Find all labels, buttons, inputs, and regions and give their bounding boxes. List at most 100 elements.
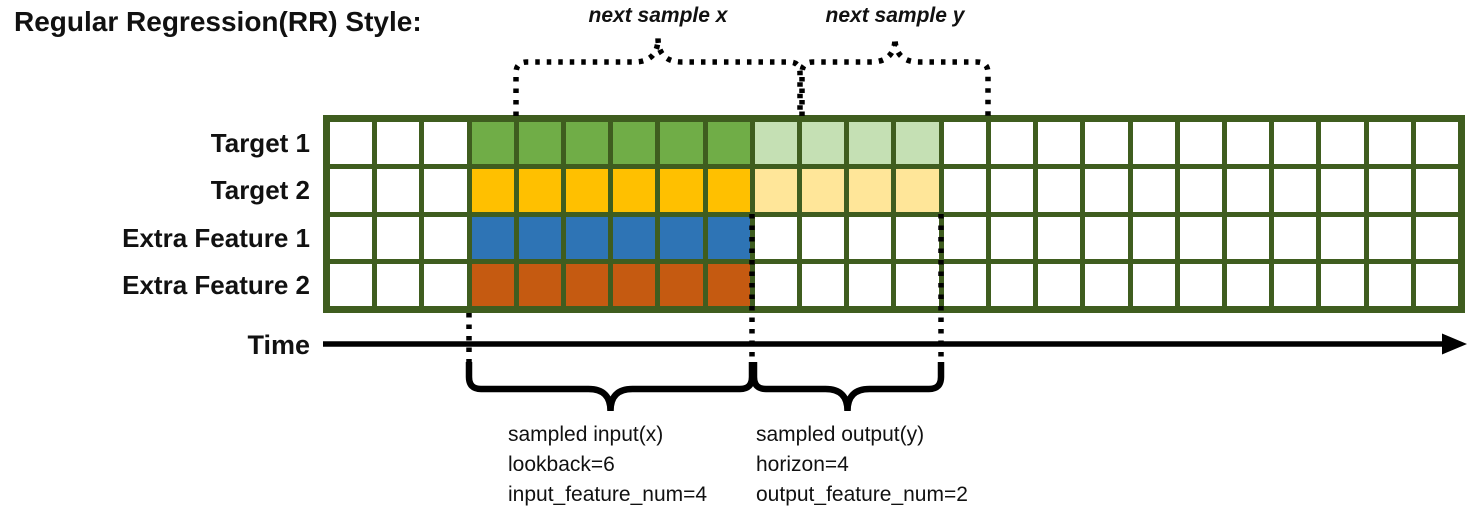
grid-cell bbox=[754, 263, 798, 306]
grid-cell bbox=[943, 122, 986, 165]
next-sample-x-label: next sample x bbox=[588, 4, 728, 27]
grid-cell bbox=[802, 216, 845, 259]
grid-cell bbox=[943, 216, 986, 259]
grid-cell bbox=[566, 263, 609, 306]
grid-cell bbox=[1179, 122, 1222, 165]
grid-cell bbox=[1415, 122, 1458, 165]
grid-cell bbox=[518, 216, 562, 259]
grid-cell bbox=[754, 169, 798, 212]
row-label-target-2: Target 2 bbox=[210, 175, 310, 205]
grid-cell bbox=[1226, 216, 1270, 259]
grid-cell bbox=[1368, 216, 1411, 259]
grid-cell bbox=[896, 169, 939, 212]
grid-cell bbox=[802, 263, 845, 306]
grid-cell bbox=[990, 216, 1034, 259]
grid-cell bbox=[377, 263, 420, 306]
grid-cell bbox=[1274, 122, 1317, 165]
grid-cell bbox=[1085, 263, 1128, 306]
grid-cell bbox=[1226, 122, 1270, 165]
grid-cell bbox=[330, 122, 373, 165]
next-sample-x-brace bbox=[513, 37, 803, 116]
grid-cell bbox=[330, 216, 373, 259]
grid-cell bbox=[566, 122, 609, 165]
grid-cell bbox=[613, 169, 656, 212]
sampled-output-title: sampled output(y) bbox=[756, 423, 925, 446]
grid-cell bbox=[1274, 216, 1317, 259]
grid-cell bbox=[896, 216, 939, 259]
grid-cell bbox=[1179, 216, 1222, 259]
grid-cell bbox=[1321, 169, 1364, 212]
grid-cell bbox=[1368, 169, 1411, 212]
next-sample-y-brace bbox=[799, 37, 991, 116]
grid-cell bbox=[943, 263, 986, 306]
grid-cell bbox=[707, 263, 750, 306]
grid-cell bbox=[1179, 263, 1222, 306]
grid-cell bbox=[377, 122, 420, 165]
grid-cell bbox=[566, 169, 609, 212]
time-axis-arrowhead-icon bbox=[1442, 333, 1467, 355]
grid-cell bbox=[471, 216, 514, 259]
grid-cell bbox=[518, 169, 562, 212]
grid-cell bbox=[1085, 216, 1128, 259]
grid-cell bbox=[896, 263, 939, 306]
grid-cell bbox=[1038, 263, 1081, 306]
grid-cell bbox=[849, 122, 892, 165]
grid-cell bbox=[1274, 263, 1317, 306]
grid-cell bbox=[1179, 169, 1222, 212]
horizon-value: horizon=4 bbox=[756, 453, 849, 476]
grid-cell bbox=[471, 122, 514, 165]
grid-cell bbox=[802, 169, 845, 212]
output-feature-num-value: output_feature_num=2 bbox=[756, 483, 968, 506]
grid-cell bbox=[566, 216, 609, 259]
grid-cell bbox=[424, 169, 467, 212]
grid-cell bbox=[1321, 216, 1364, 259]
row-label-extra-feature-2: Extra Feature 2 bbox=[122, 270, 310, 300]
grid-cell bbox=[518, 263, 562, 306]
sampled-input-brace bbox=[465, 362, 756, 412]
grid-cell bbox=[1368, 122, 1411, 165]
time-axis-label: Time bbox=[247, 330, 310, 360]
grid-cell bbox=[424, 216, 467, 259]
grid-cell bbox=[1321, 263, 1364, 306]
grid-cell bbox=[660, 122, 703, 165]
grid-cell bbox=[707, 169, 750, 212]
diagram-title: Regular Regression(RR) Style: bbox=[14, 6, 422, 37]
grid-cell bbox=[330, 263, 373, 306]
grid-cell bbox=[471, 263, 514, 306]
grid-cell bbox=[1321, 122, 1364, 165]
grid-cell bbox=[377, 169, 420, 212]
grid-cell bbox=[849, 263, 892, 306]
grid-cell bbox=[990, 169, 1034, 212]
sampled-input-note: sampled input(x) lookback=6 input_featur… bbox=[508, 420, 707, 510]
grid-cell bbox=[1415, 169, 1458, 212]
grid-cell bbox=[849, 216, 892, 259]
grid-cell bbox=[613, 216, 656, 259]
grid-cell bbox=[1415, 263, 1458, 306]
grid-cell bbox=[660, 169, 703, 212]
grid-cell bbox=[849, 169, 892, 212]
grid-cell bbox=[660, 263, 703, 306]
grid-cell bbox=[1038, 169, 1081, 212]
grid-cell bbox=[1132, 122, 1175, 165]
grid-cell bbox=[377, 216, 420, 259]
grid-cell bbox=[1274, 169, 1317, 212]
grid-cell bbox=[518, 122, 562, 165]
grid-cell bbox=[424, 263, 467, 306]
grid-cell bbox=[754, 122, 798, 165]
grid-cell bbox=[1226, 263, 1270, 306]
grid-cell bbox=[1085, 122, 1128, 165]
grid-cell bbox=[896, 122, 939, 165]
next-sample-y-label: next sample y bbox=[825, 4, 965, 27]
input-feature-num-value: input_feature_num=4 bbox=[508, 483, 708, 506]
row-label-target-1: Target 1 bbox=[210, 128, 310, 158]
grid-cell bbox=[1368, 263, 1411, 306]
sampled-input-title: sampled input(x) bbox=[508, 423, 664, 446]
grid-cell bbox=[707, 122, 750, 165]
grid-cell bbox=[802, 122, 845, 165]
grid-cell bbox=[330, 169, 373, 212]
grid-cell bbox=[613, 122, 656, 165]
grid-cell bbox=[471, 169, 514, 212]
grid-cell bbox=[1132, 169, 1175, 212]
grid-cell bbox=[1038, 122, 1081, 165]
sampled-output-note: sampled output(y) horizon=4 output_featu… bbox=[756, 420, 968, 510]
